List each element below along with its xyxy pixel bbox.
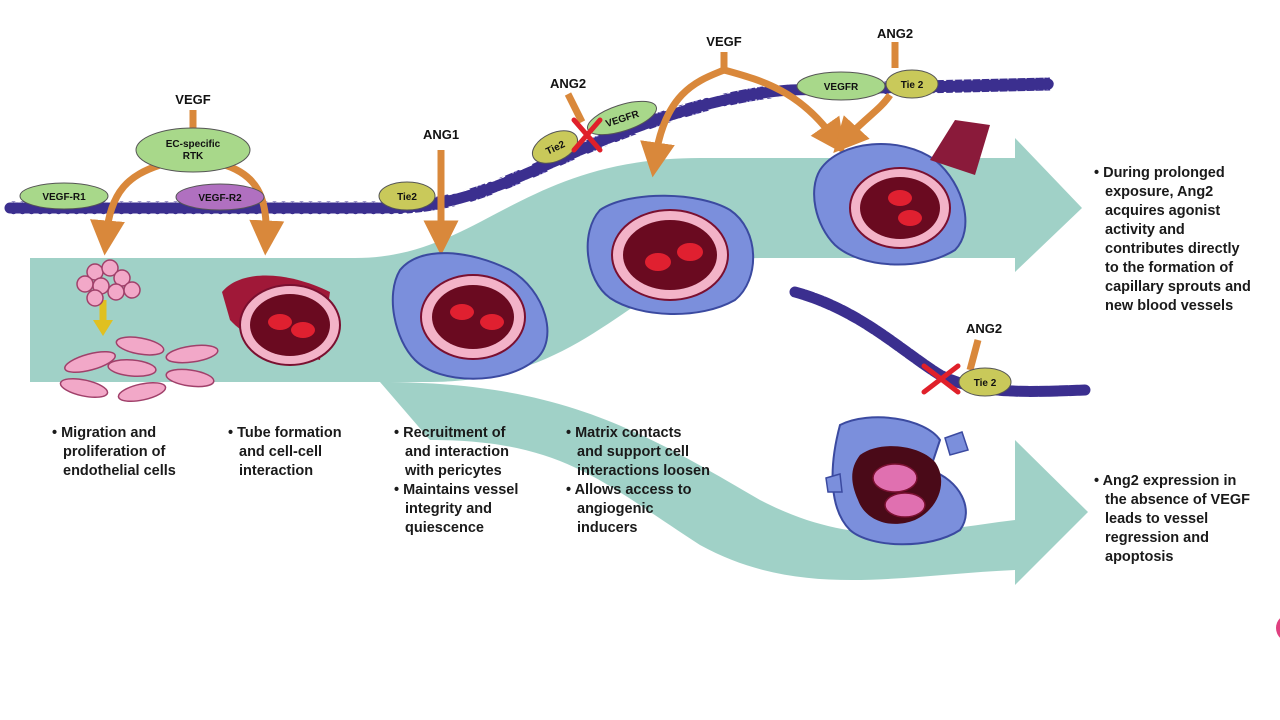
vegf-right-right-arrow	[723, 66, 846, 155]
caption-line: • Matrix contacts	[566, 425, 682, 441]
ec-specific-label-1: EC-specific	[166, 139, 221, 150]
caption-line: quiescence	[405, 520, 484, 536]
caption-line: regression and	[1105, 530, 1209, 546]
caption-line: angiogenic	[577, 501, 654, 517]
tie2-receptor-a	[378, 181, 436, 211]
ang2-right-arrow	[833, 92, 893, 153]
cell-cluster-arrowhead	[93, 320, 113, 336]
caption-tube: • Tube formation and cell-cell interacti…	[228, 424, 342, 481]
caption-line: interactions loosen	[577, 463, 710, 479]
caption-migration: • Migration and proliferation of endothe…	[52, 424, 176, 481]
regressing-vessel	[825, 416, 969, 546]
ligand-arrows	[90, 42, 982, 371]
vegfr-receptor-b	[796, 71, 886, 101]
caption-regression: • Ang2 expression in the absence of VEGF…	[1094, 472, 1250, 567]
vegf-r1-receptor	[19, 182, 109, 210]
ang2-lower-stem	[966, 339, 982, 371]
caption-line: • Migration and	[52, 425, 157, 441]
tube-vessel	[222, 275, 341, 366]
tie2-receptor-d	[958, 367, 1012, 397]
caption-line: inducers	[577, 520, 638, 536]
caption-line: capillary sprouts and	[1105, 279, 1251, 295]
caption-prolonged: • During prolonged exposure, Ang2 acquir…	[1094, 164, 1251, 316]
caption-line: • Tube formation	[228, 425, 342, 441]
caption-line: interaction	[239, 463, 314, 479]
ligand-labels: VEGF ANG1 ANG2 VEGF ANG2 ANG2	[175, 26, 1002, 336]
vegf-r1-arrow	[90, 161, 162, 256]
inhibit-x-lower	[921, 363, 961, 395]
caption-line: • During prolonged	[1094, 165, 1225, 181]
ang2-top-label: ANG2	[550, 76, 586, 91]
tie2-label-c: Tie 2	[901, 80, 924, 91]
caption-line: and support cell	[577, 444, 689, 460]
vegfr-label-b: VEGFR	[824, 82, 859, 93]
tie2-receptor-c	[885, 69, 939, 99]
ang1-label: ANG1	[423, 127, 459, 142]
caption-line: apoptosis	[1105, 549, 1174, 565]
migrating-endothelial-cells	[59, 336, 219, 403]
ang2-lower-label: ANG2	[966, 321, 1002, 336]
caption-line: new blood vessels	[1105, 298, 1234, 314]
caption-line: to the formation of	[1105, 260, 1234, 276]
caption-matrix: • Matrix contacts and support cell inter…	[566, 424, 710, 538]
caption-line: • Recruitment of	[394, 425, 506, 441]
vegfr-receptor-a	[587, 100, 657, 136]
caption-line: acquires agonist	[1105, 203, 1221, 219]
membrane-left-line	[4, 78, 1056, 214]
inhibit-x-top	[571, 117, 603, 153]
caption-recruitment: • Recruitment of and interaction with pe…	[394, 424, 518, 538]
vegf-right-left-arrow	[640, 66, 726, 178]
caption-line: with pericytes	[405, 463, 502, 479]
sprouting-vessel	[813, 120, 990, 266]
caption-line: contributes directly	[1105, 241, 1240, 257]
endothelial-cell-cluster	[76, 259, 141, 307]
cell-membrane	[4, 77, 1091, 397]
loosening-vessel	[586, 194, 755, 315]
pericyte-vessel	[391, 252, 549, 380]
caption-line: • Maintains vessel	[394, 482, 519, 498]
caption-line: the absence of VEGF	[1105, 492, 1251, 508]
caption-line: • Allows access to	[566, 482, 692, 498]
caption-line: and interaction	[405, 444, 509, 460]
ang2-top-stem	[564, 92, 586, 124]
ec-specific-receptor	[135, 127, 251, 173]
caption-line: endothelial cells	[63, 463, 176, 479]
vegf-r2-label: VEGF-R2	[198, 193, 242, 204]
tie2-label-a: Tie2	[397, 192, 417, 203]
tie2-receptor-b	[531, 130, 579, 164]
caption-line: integrity and	[405, 501, 493, 517]
ec-specific-label-2: RTK	[183, 151, 204, 162]
caption-line: proliferation of	[63, 444, 166, 460]
vegf-r1-label: VEGF-R1	[42, 192, 86, 203]
caption-line: activity and	[1105, 222, 1185, 238]
caption-line: • Ang2 expression in	[1094, 473, 1237, 489]
vegf-right-label: VEGF	[706, 34, 741, 49]
caption-line: leads to vessel	[1105, 511, 1209, 527]
ang2-right-label: ANG2	[877, 26, 913, 41]
vegf-r2-arrow	[223, 161, 285, 256]
pink-edge-circle	[1276, 618, 1280, 638]
vegf-r2-receptor	[175, 183, 265, 211]
vegf-left-label: VEGF	[175, 92, 210, 107]
caption-line: and cell-cell	[239, 444, 323, 460]
tie2-label-d: Tie 2	[974, 378, 997, 389]
receptors: EC-specific RTK VEGF-R1 VEGF-R2 Tie2 Tie…	[19, 69, 1012, 397]
membrane-lower	[789, 286, 1091, 397]
caption-line: exposure, Ang2	[1105, 184, 1214, 200]
inhibition-marks	[571, 117, 961, 395]
